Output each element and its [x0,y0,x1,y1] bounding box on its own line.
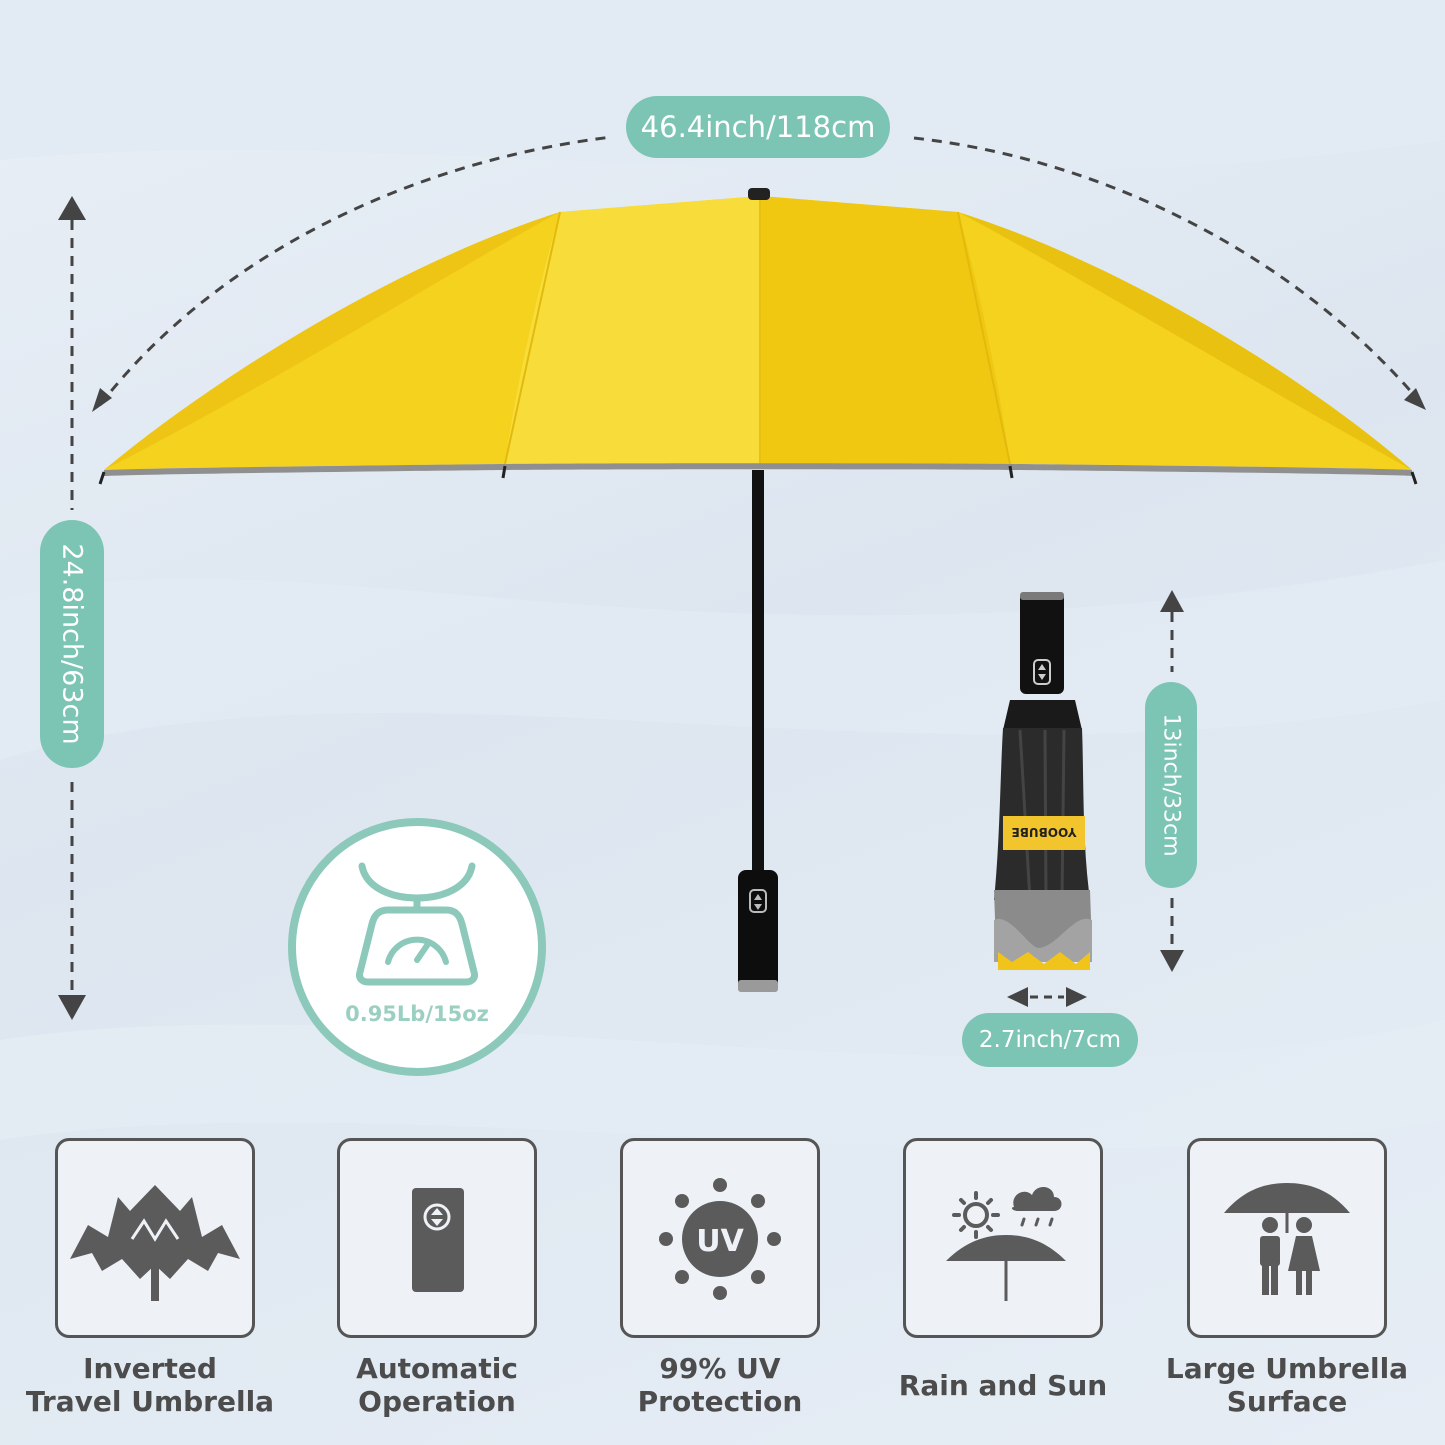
height-measurement-text: 24.8inch/63cm [56,543,88,745]
height-measurement: 24.8inch/63cm [40,520,104,768]
scale-icon [356,862,478,986]
feature-uv-protection: UV [620,1138,820,1338]
feature-label-automatic: Automatic Operation [356,1352,518,1418]
feature-large-surface [1187,1138,1387,1338]
automatic-handle-icon [412,1188,464,1292]
feature-label-inverted: Inverted Travel Umbrella [25,1352,275,1418]
folded-height-text: 13inch/33cm [1158,713,1184,857]
feature-label-uv: 99% UV Protection [637,1352,803,1418]
svg-text:YOOBUBE: YOOBUBE [1012,825,1078,839]
uv-sun-icon: UV [659,1178,781,1300]
feature-label-rain-sun: Rain and Sun [898,1369,1108,1402]
feature-automatic-operation [337,1138,537,1338]
weight-text: 0.95Lb/15oz [345,1002,489,1026]
weight-badge: 0.95Lb/15oz [288,818,546,1076]
width-measurement: 46.4inch/118cm [626,96,890,158]
uv-text: UV [696,1224,744,1259]
folded-height-measurement: 13inch/33cm [1145,682,1197,888]
rain-and-sun-icon [946,1186,1066,1301]
feature-rain-and-sun [903,1138,1103,1338]
large-umbrella-icon [1224,1183,1350,1295]
inverted-umbrella-icon [70,1185,240,1301]
feature-label-large-surface: Large Umbrella Surface [1165,1352,1409,1418]
folded-width-measurement: 2.7inch/7cm [962,1013,1138,1067]
feature-inverted-umbrella [55,1138,255,1338]
